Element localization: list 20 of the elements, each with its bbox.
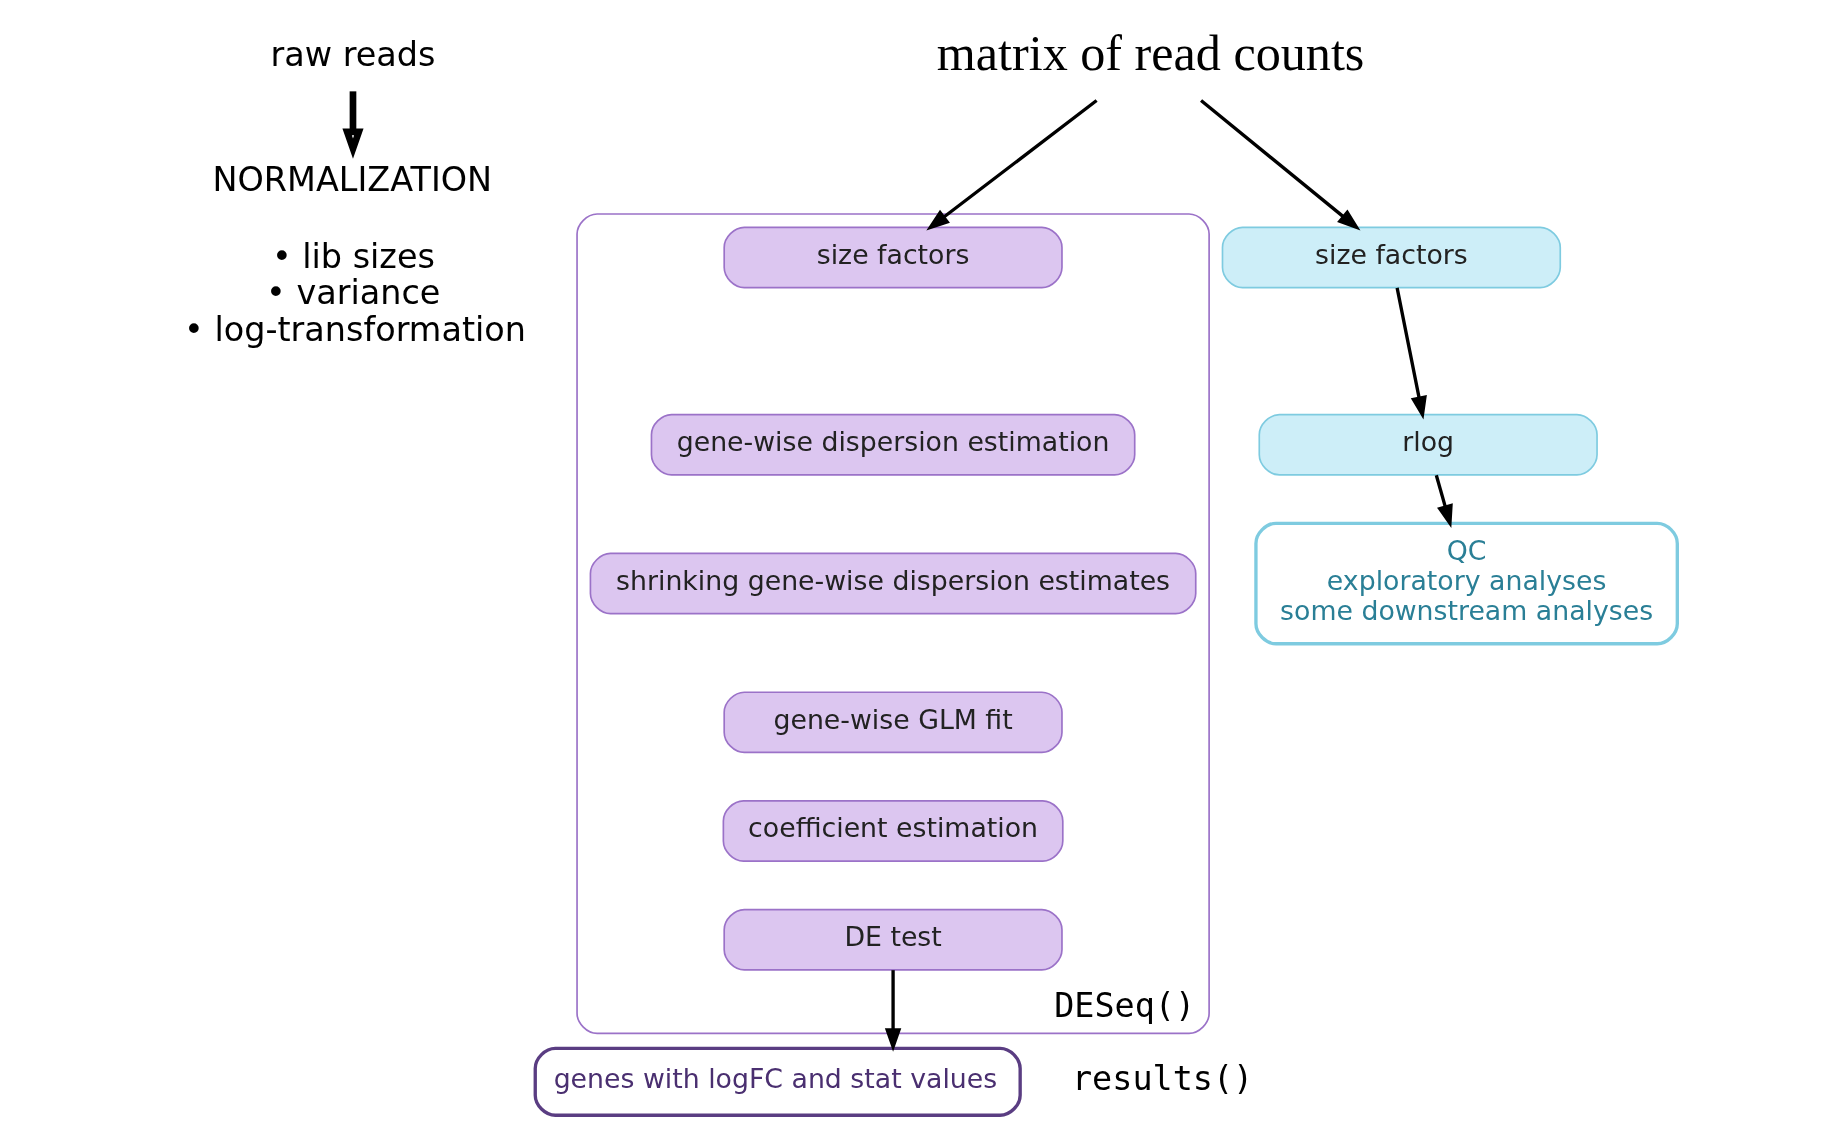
node-box: coefficient estimation: [722, 800, 1064, 862]
arrow: [925, 99, 1098, 231]
arrow: [341, 91, 364, 159]
node-text: matrix of read counts: [936, 25, 1364, 82]
arrow: [884, 970, 901, 1052]
node-text: raw reads: [270, 35, 435, 75]
node-box: gene-wise GLM fit: [722, 691, 1063, 754]
node-box: rlog: [1257, 413, 1598, 476]
arrow: [1199, 99, 1360, 231]
node-box: genes with logFC and stat values: [533, 1046, 1022, 1117]
node-box: shrinking gene-wise dispersion estimates: [589, 552, 1197, 615]
node-box: size factors: [722, 226, 1063, 289]
node-box: gene-wise dispersion estimation: [650, 413, 1136, 476]
node-text: NORMALIZATION • lib sizes • variance • log-transformation: [183, 159, 526, 350]
node-box: QC exploratory analyses some downstream analyses: [1253, 521, 1679, 646]
arrow: [1434, 474, 1453, 528]
arrow: [1395, 287, 1427, 420]
node-box: DE test: [722, 908, 1063, 971]
node-box: size factors: [1221, 226, 1561, 289]
node-label: results(): [1071, 1059, 1253, 1099]
